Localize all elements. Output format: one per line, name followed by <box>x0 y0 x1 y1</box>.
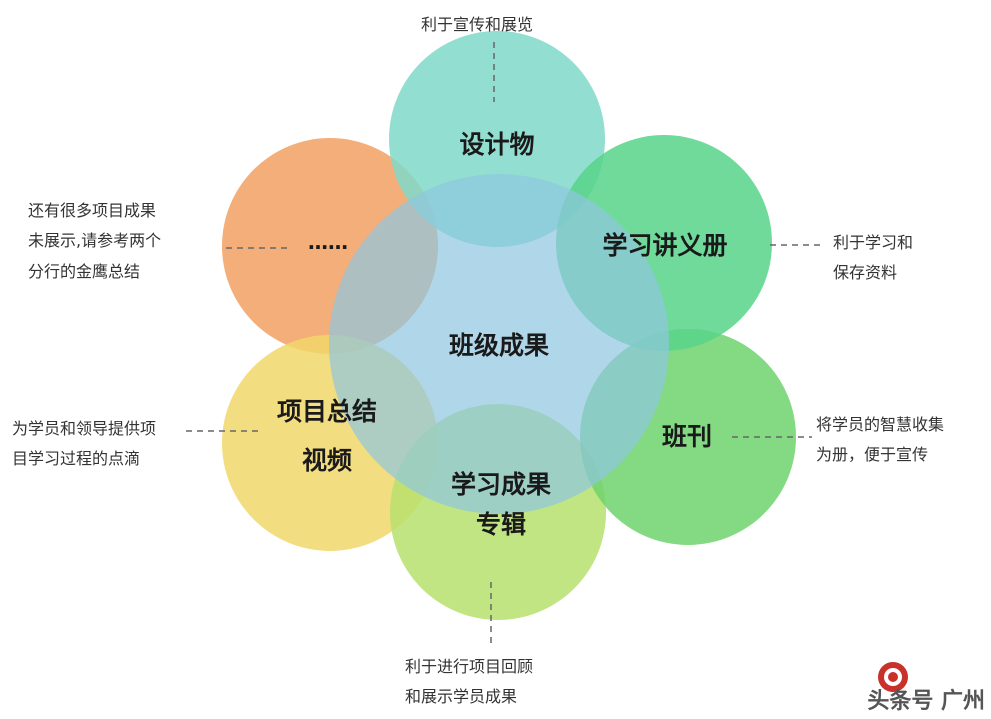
note-left-bottom-line2: 目学习过程的点滴 <box>12 449 141 469</box>
note-bottom-line1: 利于进行项目回顾 <box>405 657 534 676</box>
petal-top-label: 设计物 <box>459 130 535 159</box>
note-right-top-line2: 保存资料 <box>833 263 898 283</box>
note-bottom: 利于进行项目回顾 和展示学员成果 <box>405 652 533 713</box>
note-left-top-line1: 还有很多项目成果 <box>28 201 157 220</box>
center-circle <box>329 174 669 514</box>
watermark-text: 头条号 广州 <box>867 689 985 714</box>
note-left-bottom-line1: 为学员和领导提供项 <box>12 419 157 438</box>
petal-bottom-right-label: 班刊 <box>661 422 712 451</box>
watermark-logo <box>878 662 908 692</box>
note-right-bottom: 将学员的智慧收集 为册，便于宣传 <box>816 410 944 471</box>
note-left-top-line2: 未展示,请参考两个 <box>28 231 162 251</box>
petal-bottom-left-label-line2: 视频 <box>301 446 352 475</box>
note-left-top: 还有很多项目成果 未展示,请参考两个 分行的金鹰总结 <box>28 196 161 287</box>
petal-top-right-label: 学习讲义册 <box>602 231 728 260</box>
petal-bottom-label-line2: 专辑 <box>475 510 526 539</box>
note-right-top-line1: 利于学习和 <box>833 233 914 252</box>
note-left-top-line3: 分行的金鹰总结 <box>28 261 141 281</box>
petal-bottom-left-label-line1: 项目总结 <box>276 397 377 426</box>
petal-top-left-label: …… <box>308 230 348 254</box>
petal-bottom-label-line1: 学习成果 <box>450 470 551 499</box>
note-right-bottom-line2: 为册，便于宣传 <box>816 445 929 465</box>
note-top: 利于宣传和展览 <box>421 15 534 34</box>
note-left-bottom: 为学员和领导提供项 目学习过程的点滴 <box>12 414 156 475</box>
center-label: 班级成果 <box>448 331 549 360</box>
note-right-top: 利于学习和 保存资料 <box>833 228 913 289</box>
note-bottom-line2: 和展示学员成果 <box>405 687 518 707</box>
note-right-bottom-line1: 将学员的智慧收集 <box>816 415 945 434</box>
